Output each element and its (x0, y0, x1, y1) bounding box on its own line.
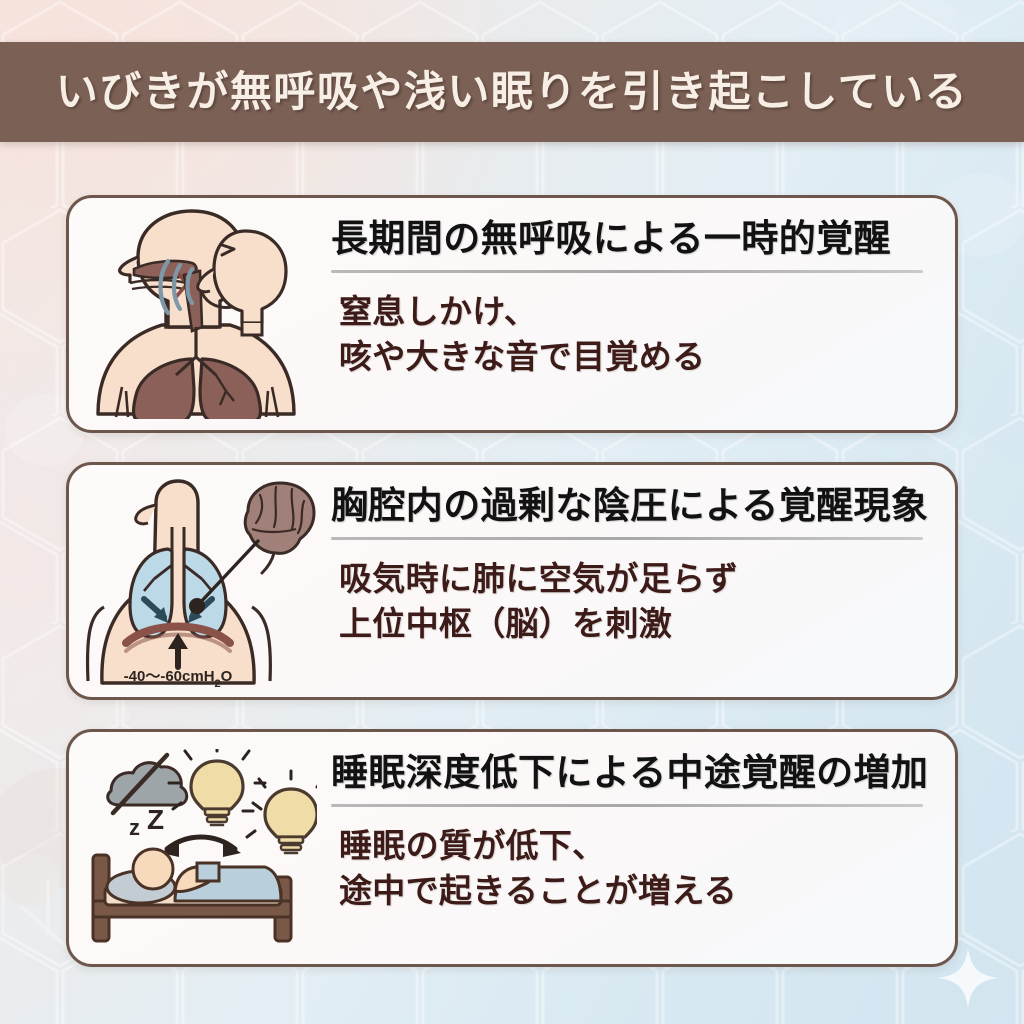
card-description-line-1: 窒息しかけ、 (339, 292, 538, 330)
card-description: 吸気時に肺に空気が足らず 上位中枢（脳）を刺激 (331, 556, 929, 647)
header-bar: いびきが無呼吸や浅い眠りを引き起こしている (0, 42, 1024, 142)
sleep-z-large: Z (147, 804, 164, 835)
card-divider (331, 803, 923, 807)
card-divider (331, 536, 923, 540)
no-deep-sleep-cloud-icon (106, 752, 189, 816)
page-title: いびきが無呼吸や浅い眠りを引き起こしている (55, 68, 969, 115)
card-description-line-2: 咳や大きな音で目覚める (339, 338, 706, 376)
sleep-z-small: z (129, 815, 140, 840)
card-text-block: 長期間の無呼吸による一時的覚醒 窒息しかけ、 咳や大きな音で目覚める (327, 198, 955, 430)
card-description-line-1: 吸気時に肺に空気が足らず (339, 559, 738, 597)
figure-label-pressure: -40〜-60cmH2O (124, 668, 233, 687)
card-item: -40〜-60cmH2O 胸腔内の過剰な陰圧による覚醒現象 吸気時に肺に空気が足… (66, 462, 958, 700)
card-title: 睡眠深度低下による中途覚醒の増加 (331, 752, 929, 793)
respiratory-system-snoring-illustration (69, 198, 327, 430)
card-title: 長期間の無呼吸による一時的覚醒 (331, 218, 891, 259)
card-text-block: 睡眠深度低下による中途覚醒の増加 睡眠の質が低下、 途中で起きることが増える (327, 732, 955, 964)
thorax-negative-pressure-brain-illustration: -40〜-60cmH2O (69, 465, 327, 697)
card-description: 窒息しかけ、 咳や大きな音で目覚める (331, 289, 929, 380)
light-bulb-icon-1 (167, 749, 267, 827)
sleeping-person-awakening-illustration: z Z (69, 732, 327, 964)
card-description: 睡眠の質が低下、 途中で起きることが増える (331, 823, 929, 914)
card-title: 胸腔内の過剰な陰圧による覚醒現象 (331, 485, 929, 526)
bidirectional-arrow-icon (164, 834, 238, 852)
card-description-line-2: 途中で起きることが増える (339, 872, 737, 910)
card-description-line-2: 上位中枢（脳）を刺激 (339, 605, 672, 643)
card-text-block: 胸腔内の過剰な陰圧による覚醒現象 吸気時に肺に空気が足らず 上位中枢（脳）を刺激 (327, 465, 955, 697)
card-item: z Z (66, 729, 958, 967)
card-divider (331, 269, 923, 273)
card-description-line-1: 睡眠の質が低下、 (339, 826, 606, 864)
card-item: 長期間の無呼吸による一時的覚醒 窒息しかけ、 咳や大きな音で目覚める (66, 195, 958, 433)
